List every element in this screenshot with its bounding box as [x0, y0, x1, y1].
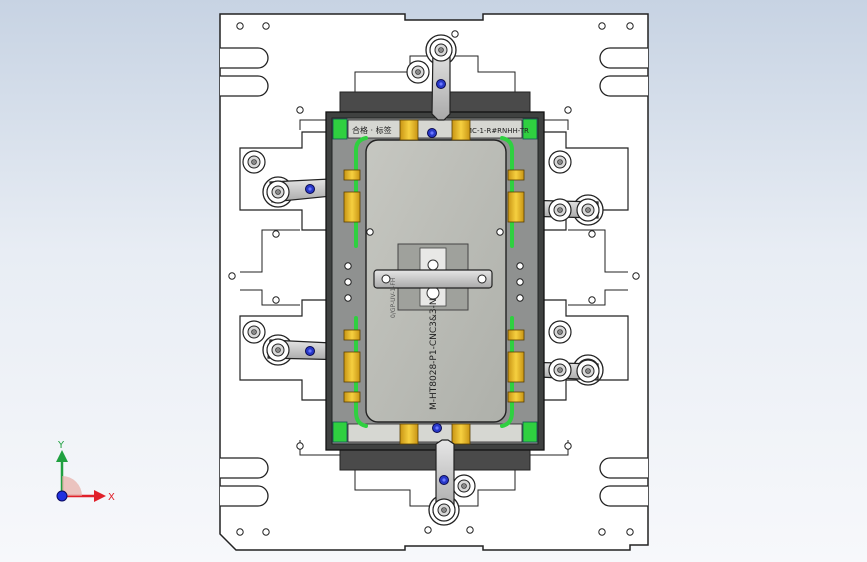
part-label-main: M-HT8028-P1-CNC3&3-N	[429, 298, 439, 410]
coordinate-triad: Y X	[56, 440, 115, 503]
part-label-top-left: 合格 · 标签	[352, 125, 392, 135]
part-label-top-right: OOMC-1-R#RNHH-TR	[455, 127, 529, 135]
z-axis-dot	[56, 490, 68, 502]
guide-rods	[354, 136, 514, 428]
y-axis-arrow	[56, 450, 68, 462]
x-axis-arrow	[94, 490, 106, 502]
locator-blocks	[343, 119, 525, 445]
y-axis-label: Y	[57, 440, 65, 451]
part-label-side: 0/GP-UV-1-FH	[390, 278, 397, 318]
center-clamp-bar[interactable]	[373, 269, 493, 289]
xy-plane-marker	[62, 476, 82, 496]
bottom-swing-clamp[interactable]	[428, 423, 476, 526]
x-axis-label: X	[108, 492, 115, 503]
top-swing-clamp[interactable]	[406, 34, 457, 138]
